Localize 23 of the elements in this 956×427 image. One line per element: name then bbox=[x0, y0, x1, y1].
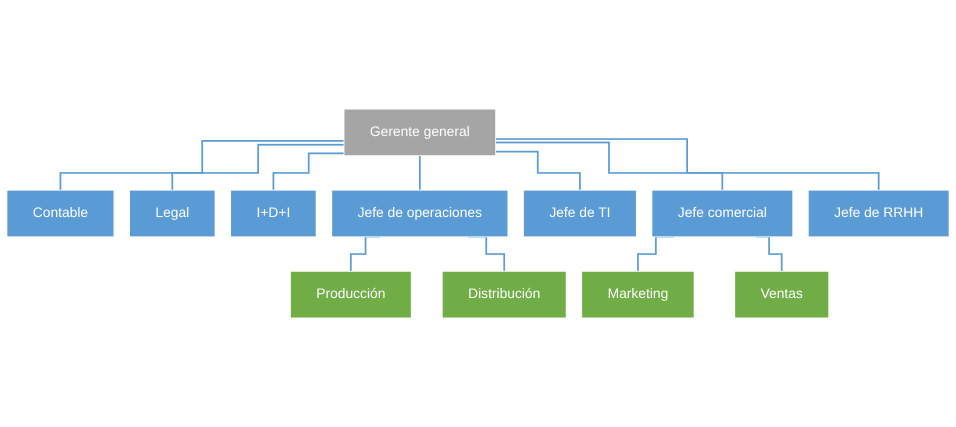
node-box: Jefe de TI bbox=[523, 190, 637, 238]
connector bbox=[60, 140, 344, 192]
node-box: Marketing bbox=[581, 270, 695, 318]
node-box: Producción bbox=[290, 270, 412, 318]
connector bbox=[496, 150, 581, 192]
connector bbox=[468, 236, 506, 272]
connector bbox=[496, 138, 880, 192]
connector bbox=[418, 154, 421, 192]
node-box: Gerente general bbox=[344, 108, 496, 156]
node-box: Contable bbox=[6, 190, 114, 238]
connector bbox=[637, 236, 674, 272]
node-box: Jefe de operaciones bbox=[331, 190, 508, 238]
node-box: Jefe de RRHH bbox=[808, 190, 950, 238]
node-box: Distribución bbox=[442, 270, 567, 318]
node-box: Legal bbox=[129, 190, 216, 238]
connector bbox=[171, 144, 344, 192]
node-box: Jefe comercial bbox=[651, 190, 794, 238]
node-box: I+D+I bbox=[230, 190, 317, 238]
node-box: Ventas bbox=[734, 270, 830, 318]
connector bbox=[756, 236, 783, 272]
connector bbox=[496, 142, 724, 192]
connector bbox=[272, 152, 344, 192]
connector bbox=[350, 236, 380, 272]
